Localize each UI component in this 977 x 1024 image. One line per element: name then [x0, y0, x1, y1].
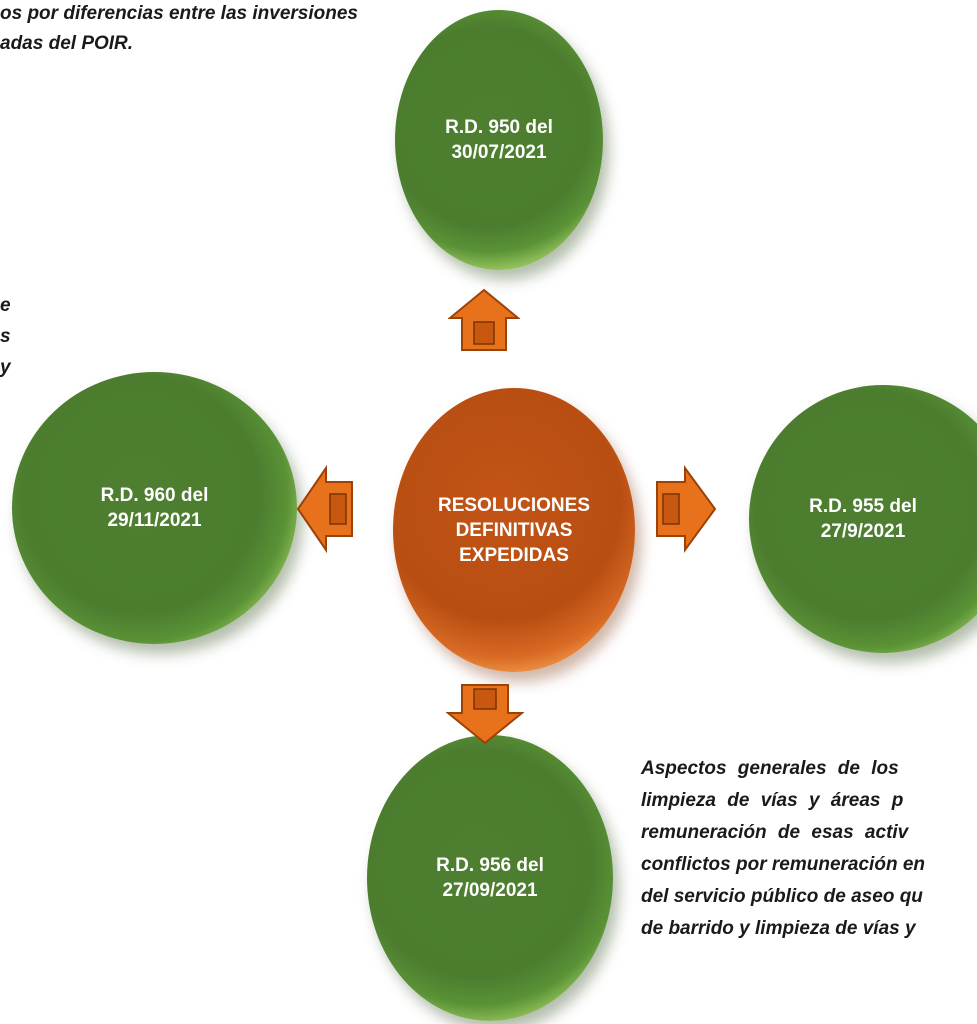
note-bottom-right-line-3: remuneración de esas activ: [641, 822, 909, 843]
node-bottom-circle: R.D. 956 del 27/09/2021: [367, 735, 613, 1021]
arrow-up-icon: [448, 288, 520, 351]
node-right-label: R.D. 955 del 27/9/2021: [809, 494, 917, 544]
node-right-line-2: 27/9/2021: [820, 521, 906, 542]
center-line-2: DEFINITIVAS: [455, 519, 573, 541]
note-top-left-line-2: adas del POIR.: [0, 33, 134, 54]
note-top-left-line-1: os por diferencias entre las inversiones: [0, 3, 358, 24]
node-bottom-line-2: 27/09/2021: [442, 880, 538, 901]
node-right-circle: R.D. 955 del 27/9/2021: [749, 385, 977, 653]
node-left-line-2: 29/11/2021: [107, 510, 202, 531]
node-top-circle: R.D. 950 del 30/07/2021: [395, 10, 603, 270]
center-line-3: EXPEDIDAS: [459, 544, 569, 566]
note-bottom-right-line-1: Aspectos generales de los: [641, 758, 899, 779]
note-bottom-right-line-4: conflictos por remuneración en: [641, 854, 925, 875]
note-bottom-right-line-5: del servicio público de aseo qu: [641, 886, 923, 907]
arrow-down-icon: [446, 684, 524, 745]
note-left-edge-line-1: e: [0, 295, 11, 316]
node-bottom-line-1: R.D. 956 del: [436, 855, 544, 876]
node-bottom-label: R.D. 956 del 27/09/2021: [436, 853, 544, 903]
node-left-line-1: R.D. 960 del: [100, 485, 209, 506]
center-circle: RESOLUCIONES DEFINITIVAS EXPEDIDAS: [393, 388, 635, 672]
note-left-edge-line-3: y: [0, 357, 11, 378]
node-top-label: R.D. 950 del 30/07/2021: [445, 115, 553, 165]
center-label: RESOLUCIONES DEFINITIVAS EXPEDIDAS: [438, 493, 590, 568]
center-line-1: RESOLUCIONES: [437, 494, 591, 516]
node-left-circle: R.D. 960 del 29/11/2021: [12, 372, 297, 644]
note-bottom-right-line-2: limpieza de vías y áreas p: [641, 790, 904, 811]
note-bottom-right-line-6: de barrido y limpieza de vías y: [641, 918, 916, 939]
arrow-right-icon: [656, 464, 717, 554]
node-top-line-1: R.D. 950 del: [445, 117, 553, 138]
node-top-line-2: 30/07/2021: [451, 142, 547, 163]
node-left-label: R.D. 960 del 29/11/2021: [101, 483, 209, 533]
arrow-left-icon: [296, 464, 353, 554]
note-left-edge-line-2: s: [0, 326, 11, 347]
node-right-line-1: R.D. 955 del: [809, 496, 917, 517]
